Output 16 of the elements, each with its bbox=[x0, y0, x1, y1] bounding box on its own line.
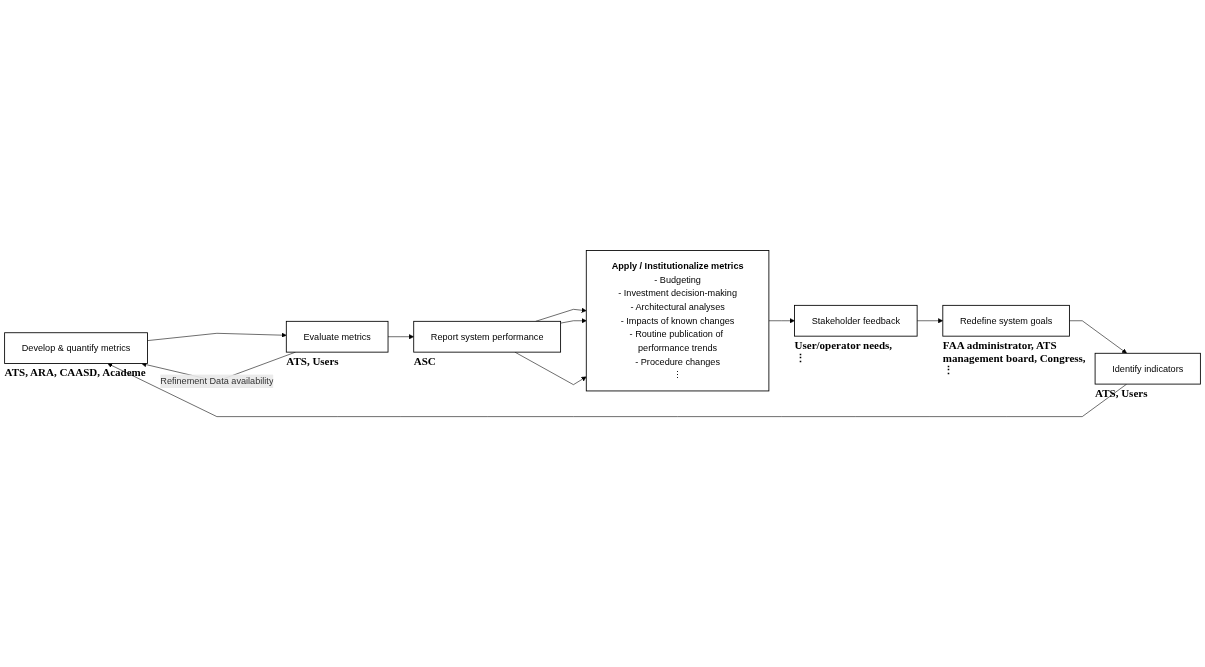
annotation-text: ASC bbox=[413, 355, 436, 368]
annotation-text: ATS, ARA, CAASD, Academe bbox=[4, 366, 146, 380]
annotation-text: FAA administrator, ATS management board, Congress, bbox=[942, 339, 1087, 365]
annotation-text: ATS, Users bbox=[1095, 387, 1148, 400]
node-box: Evaluate metrics bbox=[285, 320, 389, 353]
node-box: Apply / Institutionalize metrics - Budgeting - Investment decision-making - Architectural analyses - Impacts of known changes - Routine publication of performance trends - Procedure changes ⋮ bbox=[585, 250, 770, 392]
node-box: Redefine system goals bbox=[942, 304, 1070, 337]
annotation-text: User/operator needs, bbox=[794, 339, 893, 352]
annotation-text: ⋮ bbox=[794, 351, 806, 365]
edge-label: Refinement Data availability bbox=[160, 376, 274, 386]
node-box: Develop & quantify metrics bbox=[4, 332, 148, 364]
node-box: Stakeholder feedback bbox=[794, 304, 918, 337]
node-box: Identify indicators bbox=[1094, 352, 1201, 385]
annotation-text: ATS, Users bbox=[286, 355, 339, 368]
node-box: Report system performance bbox=[413, 320, 562, 353]
annotation-text: ⋮ bbox=[942, 364, 954, 377]
